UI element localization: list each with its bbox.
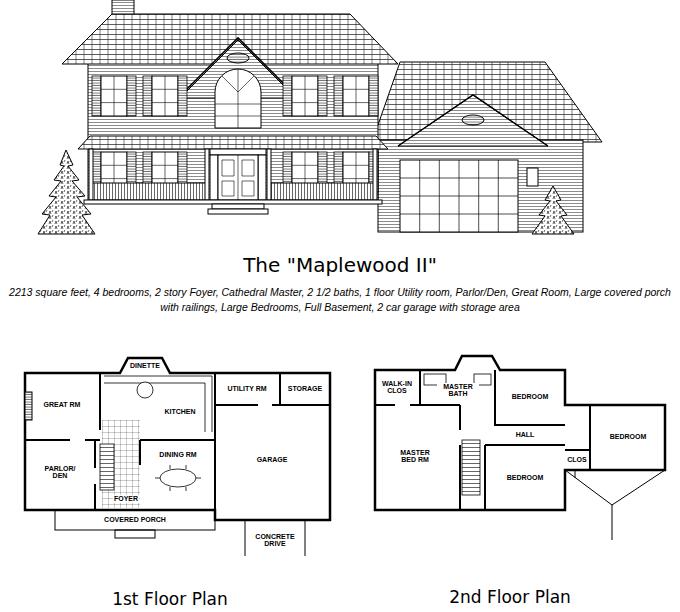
first-floor-plan xyxy=(100,444,114,490)
room-label: DINING RM xyxy=(158,451,197,458)
main-house xyxy=(267,149,271,200)
garage-wing xyxy=(400,160,518,232)
main-house xyxy=(78,136,388,149)
garage-wing xyxy=(398,95,548,146)
room-label: MASTER BATH xyxy=(437,383,479,398)
room-label: CLOS xyxy=(566,456,587,463)
main-house xyxy=(212,204,264,209)
room-label: KITCHEN xyxy=(163,408,196,415)
main-house xyxy=(227,53,249,63)
garage-wing xyxy=(462,115,484,125)
garage-wing xyxy=(527,168,538,186)
main-house xyxy=(283,76,327,116)
tree xyxy=(38,150,95,234)
main-house xyxy=(373,149,377,200)
second-floor-plan xyxy=(462,440,480,495)
main-house xyxy=(210,155,218,200)
main-house xyxy=(208,209,268,214)
second-floor-plan xyxy=(375,370,590,510)
first-floor-plan xyxy=(25,373,330,510)
main-house xyxy=(218,155,258,200)
plan-title: 2nd Floor Plan xyxy=(449,587,571,607)
first-floor-plan xyxy=(245,520,305,556)
room-label: BEDROOM xyxy=(506,474,545,481)
second-floor-plan xyxy=(565,470,665,540)
first-floor-plan xyxy=(25,392,32,420)
garage-wing xyxy=(372,62,602,232)
main-house xyxy=(334,76,378,116)
drawing-title: The "Maplewood II" xyxy=(243,253,437,277)
first-floor-plan xyxy=(25,358,330,520)
main-house xyxy=(62,14,398,64)
room-label: BEDROOM xyxy=(511,393,550,400)
room-label: CONCRETE DRIVE xyxy=(249,533,301,548)
room-label: WALK-IN CLOS xyxy=(377,380,417,395)
main-house xyxy=(215,69,261,128)
main-house xyxy=(88,60,378,202)
main-house xyxy=(258,155,266,200)
main-house xyxy=(222,155,254,200)
room-label: BEDROOM xyxy=(609,433,648,440)
main-house xyxy=(205,149,209,200)
first-floor-plan xyxy=(55,510,215,530)
room-label: GREAT RM xyxy=(43,401,82,408)
main-house xyxy=(90,183,208,200)
first-floor-plan xyxy=(137,382,153,398)
tree xyxy=(38,150,574,234)
main-house xyxy=(62,0,398,214)
room-label: DINETTE xyxy=(129,362,161,369)
main-house xyxy=(92,76,136,116)
first-floor-plan xyxy=(104,376,212,432)
house-description: 2213 square feet, 4 bedrooms, 2 story Fo… xyxy=(6,285,674,314)
second-floor-plan xyxy=(375,356,665,540)
main-house xyxy=(215,69,261,128)
main-house xyxy=(268,183,376,200)
first-floor-plan xyxy=(155,465,201,491)
tree xyxy=(532,186,574,234)
garage-wing xyxy=(400,160,518,232)
room-label: COVERED PORCH xyxy=(103,516,167,523)
plan-title: 1st Floor Plan xyxy=(112,589,228,609)
second-floor-plan xyxy=(375,356,665,510)
main-house xyxy=(210,149,266,155)
room-label: STORAGE xyxy=(287,385,324,392)
first-floor-plan xyxy=(25,358,330,556)
room-label: FOYER xyxy=(113,495,139,502)
room-label: PARLOR/ DEN xyxy=(41,465,79,480)
room-label: HALL xyxy=(515,431,536,438)
room-label: UTILITY RM xyxy=(226,385,267,392)
main-house xyxy=(89,149,93,200)
room-label: GARAGE xyxy=(256,456,289,463)
main-house xyxy=(84,200,382,204)
room-label: MASTER BED RM xyxy=(392,449,438,464)
main-house xyxy=(143,76,187,116)
first-floor-plan xyxy=(160,469,196,487)
garage-wing xyxy=(398,95,548,146)
first-floor-plan xyxy=(115,530,155,538)
